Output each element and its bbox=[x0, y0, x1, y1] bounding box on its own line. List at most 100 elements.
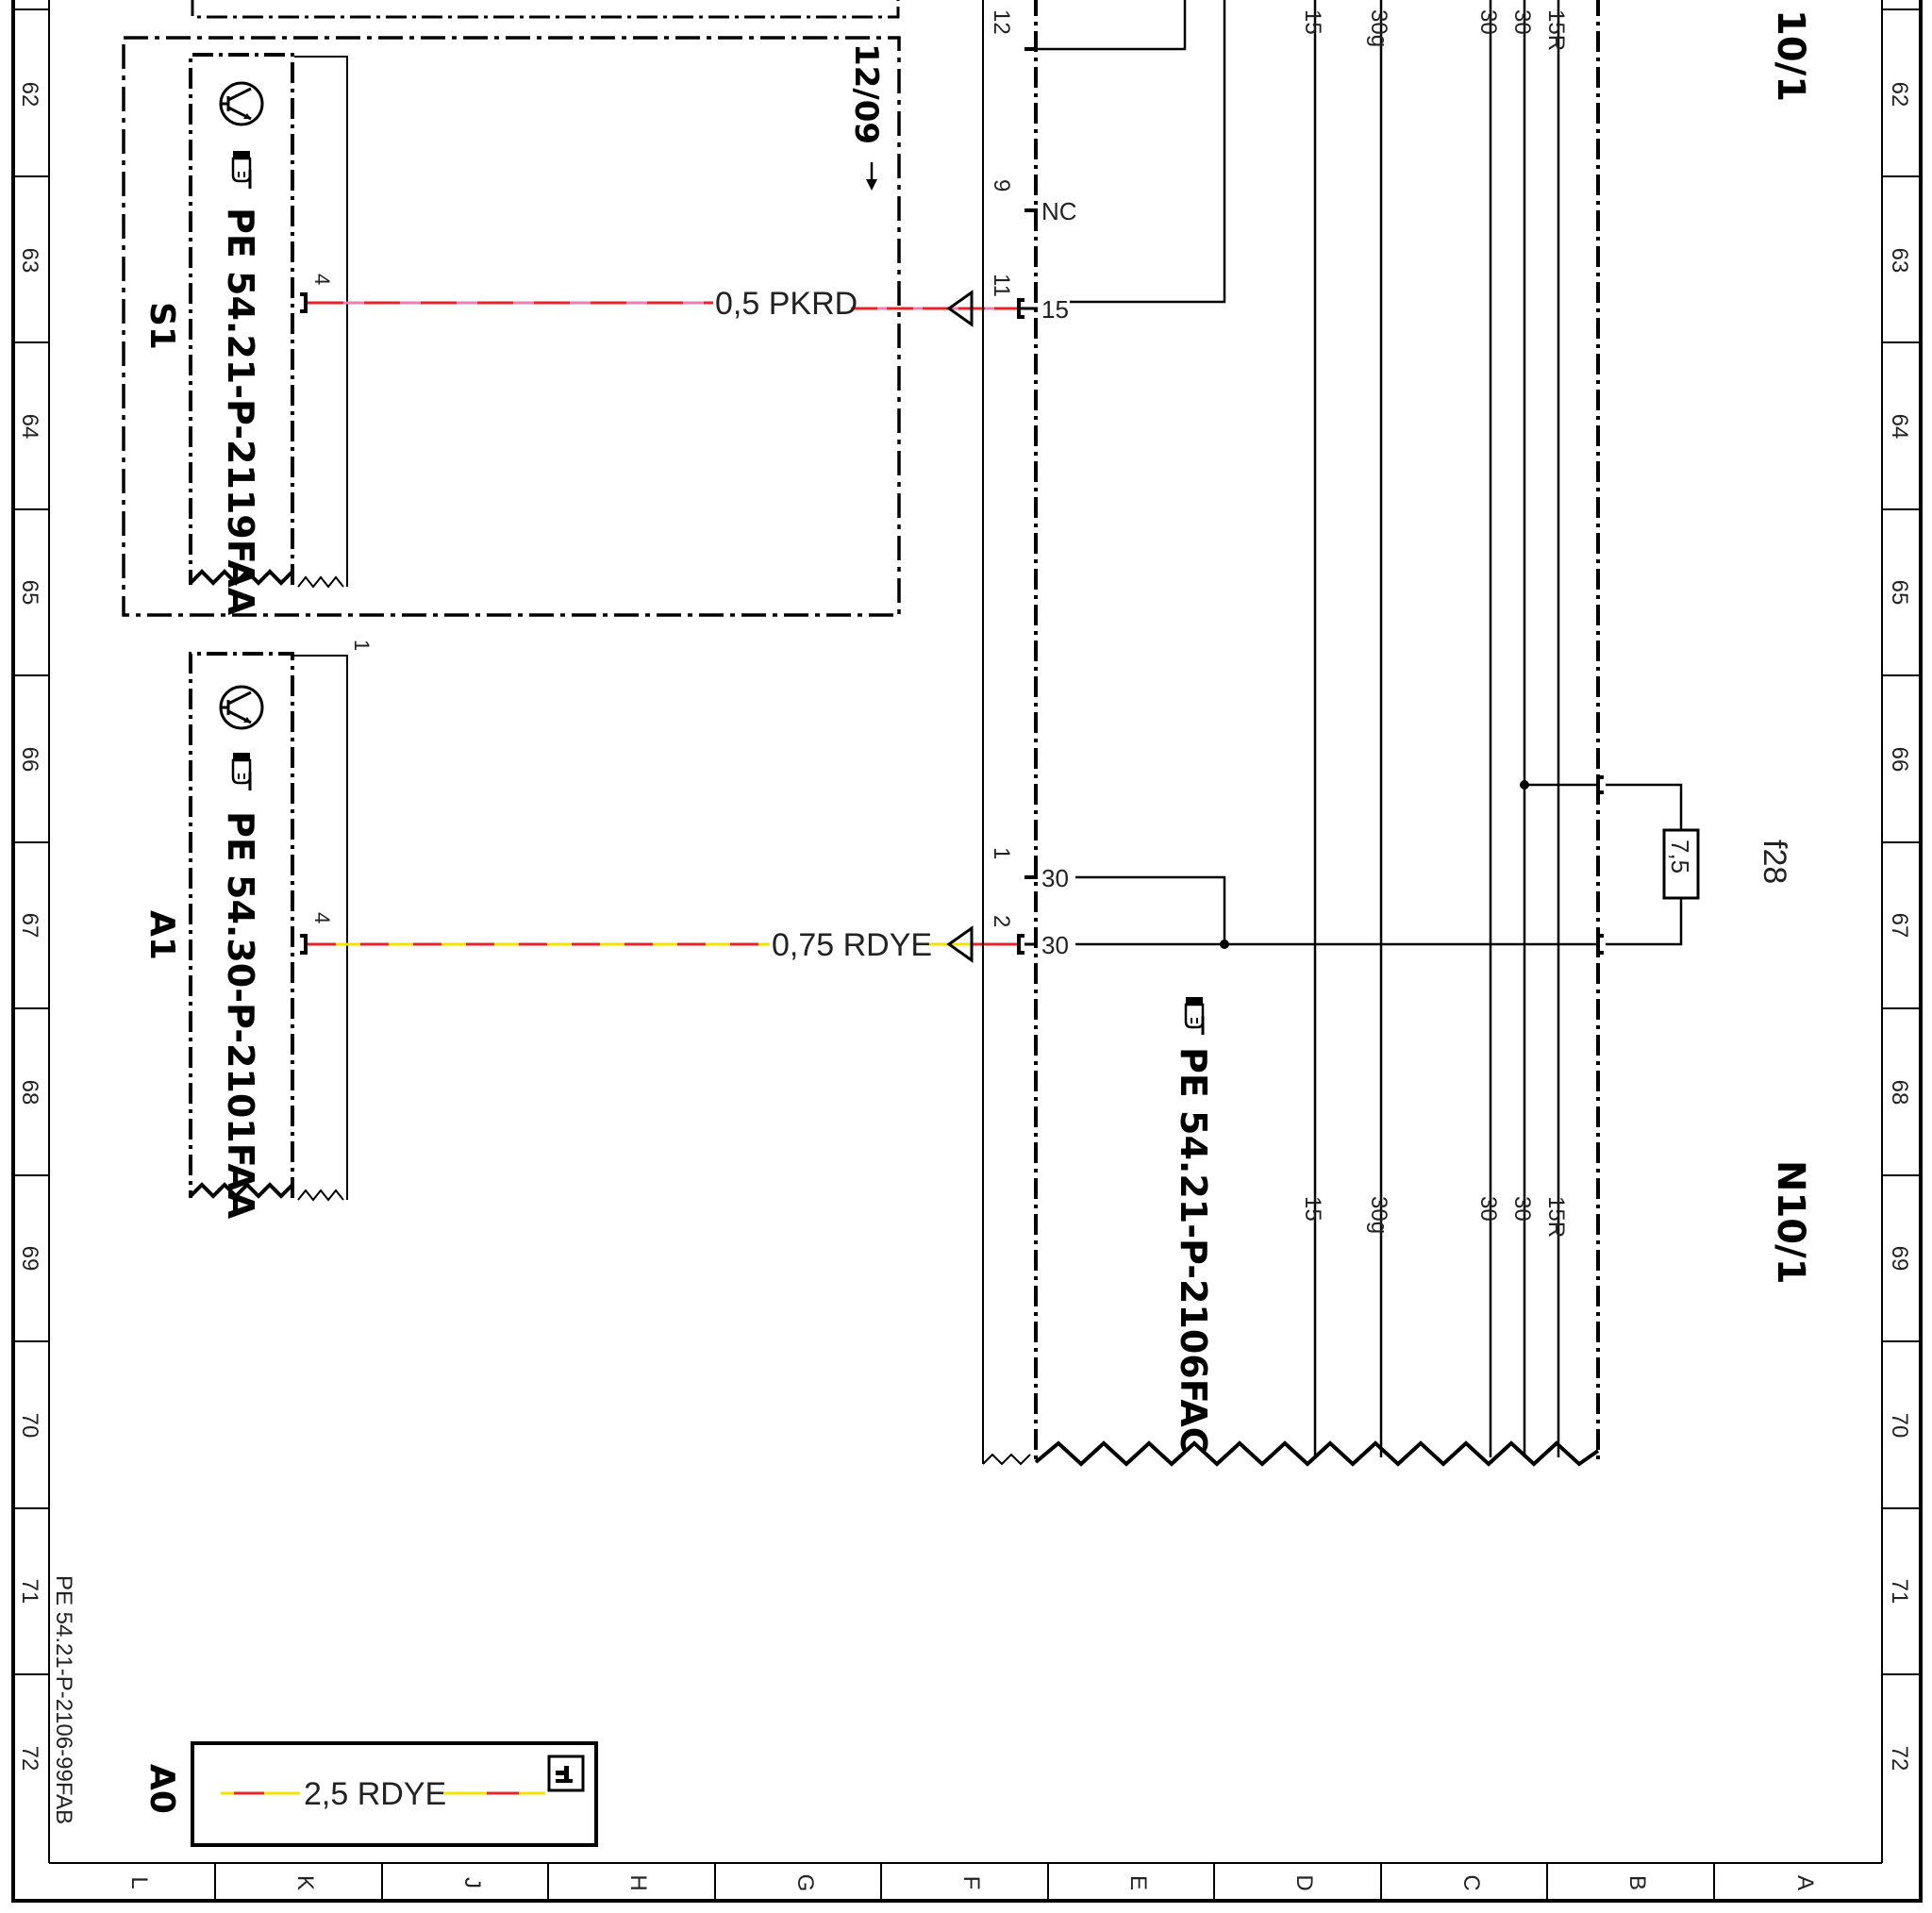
pin11-wire bbox=[1070, 0, 1226, 304]
a0-box bbox=[191, 1741, 598, 1847]
row-label: 67 bbox=[1887, 913, 1912, 939]
fuse-f28[interactable]: 7,5 f28 bbox=[1520, 775, 1792, 955]
arrow-down-icon bbox=[866, 162, 877, 191]
pointing-hand-icon bbox=[231, 151, 252, 189]
row-label: 69 bbox=[1887, 1246, 1912, 1272]
bus-label: 30g bbox=[1366, 9, 1391, 47]
bus-label: 15 bbox=[1300, 9, 1325, 35]
row-label: 71 bbox=[17, 1579, 42, 1605]
row-label: 62 bbox=[1887, 82, 1912, 108]
connector-pins: 12 9 NC 11 15 1 30 2 30 bbox=[989, 0, 1598, 959]
s1-designation: S1 bbox=[142, 302, 181, 350]
a1-pin-connector bbox=[300, 934, 308, 955]
a1-designation: A1 bbox=[142, 910, 181, 960]
bus-label: 30 bbox=[1475, 9, 1501, 35]
pin-label: 11 bbox=[989, 274, 1014, 297]
a1-break-mark bbox=[189, 1182, 294, 1199]
s1-outer-box bbox=[122, 36, 901, 617]
row-label: 64 bbox=[1887, 414, 1912, 440]
n10-designation: N10/1 bbox=[1769, 1160, 1812, 1285]
pin-label: 12 bbox=[989, 9, 1014, 35]
transistor-icon bbox=[219, 685, 264, 730]
wire-rdye[interactable]: 0,75 RDYE bbox=[308, 927, 1021, 963]
s1-document-ref: PE 54.21-P-2119FAA bbox=[220, 208, 261, 616]
pin1-wire bbox=[1075, 875, 1226, 944]
junction-dot bbox=[1220, 940, 1229, 949]
column-label: E bbox=[1125, 1875, 1151, 1890]
pin-terminal-label: NC bbox=[1041, 197, 1077, 225]
bus-label: 30 bbox=[1509, 9, 1535, 35]
outer-frame bbox=[11, 0, 1923, 1903]
s1-break-mark bbox=[189, 569, 294, 586]
pointing-hand-icon bbox=[231, 753, 252, 790]
a1-ground-rail bbox=[294, 655, 348, 1200]
pin-label: 2 bbox=[989, 915, 1014, 927]
sheet-reference: PE 54.21-P-2106-99FAB bbox=[51, 1575, 76, 1824]
plug-arrow-icon bbox=[946, 290, 974, 327]
bus-lines bbox=[1313, 0, 1560, 1457]
row-label: 72 bbox=[17, 1746, 42, 1772]
a0-wire-label: 2,5 RDYE bbox=[304, 1776, 446, 1812]
row-ruler-right bbox=[1882, 8, 1921, 1675]
row-label: 66 bbox=[1887, 747, 1912, 773]
row-label: 71 bbox=[1887, 1579, 1912, 1605]
n10-component: 10/1 N10/1 PE 54.21-P-2106FAC bbox=[982, 0, 1812, 1467]
junction-dot bbox=[1520, 780, 1529, 790]
n10-break-mark bbox=[1034, 1440, 1600, 1467]
row-ruler-left bbox=[13, 8, 49, 1675]
plug-arrow-icon bbox=[946, 925, 974, 963]
page-reference: 12/09 bbox=[847, 43, 885, 144]
row-label: 67 bbox=[17, 913, 42, 939]
a1-rail-break bbox=[297, 1189, 344, 1202]
n10-top-designation: 10/1 bbox=[1769, 9, 1812, 102]
column-label: K bbox=[292, 1875, 318, 1890]
bus-label: 15 bbox=[1300, 1196, 1325, 1222]
pin-terminal-label: 30 bbox=[1041, 864, 1069, 892]
row-label: 63 bbox=[17, 248, 42, 274]
row-label: 70 bbox=[17, 1413, 42, 1439]
transistor-icon bbox=[219, 81, 264, 126]
bus-label: 30 bbox=[1509, 1196, 1535, 1222]
a1-document-ref: PE 54.30-P-2101FAA bbox=[220, 811, 261, 1220]
row-label: 72 bbox=[1887, 1746, 1912, 1772]
s1-component: PE 54.21-P-2119FAA S1 4 bbox=[122, 36, 901, 617]
wire-pkrd-label: 0,5 PKRD bbox=[715, 286, 858, 322]
row-label: 66 bbox=[17, 747, 42, 773]
s1-inner-box bbox=[189, 53, 294, 585]
s1-ground-rail bbox=[294, 56, 348, 587]
pointing-hand-icon bbox=[1184, 997, 1205, 1035]
s1-rail-break bbox=[297, 575, 344, 589]
column-label: F bbox=[958, 1876, 984, 1890]
column-label: D bbox=[1291, 1874, 1317, 1890]
column-label: L bbox=[126, 1876, 152, 1888]
a1-pin-number: 4 bbox=[310, 912, 334, 923]
pin-terminal-label: 15 bbox=[1041, 295, 1069, 324]
wire-pkrd[interactable]: 0,5 PKRD bbox=[308, 286, 1024, 322]
column-label: H bbox=[625, 1874, 651, 1890]
row-label: 64 bbox=[17, 414, 42, 440]
a0-designation: A0 bbox=[142, 1764, 181, 1814]
row-label: 63 bbox=[1887, 248, 1912, 274]
row-label: 68 bbox=[1887, 1080, 1912, 1106]
a0-legend: A0 2,5 RDYE bbox=[142, 1741, 598, 1847]
bus-label: 30 bbox=[1475, 1196, 1501, 1222]
bus-labels: 15 30g 30 30 15R 15 30g 30 30 15R bbox=[1300, 9, 1569, 1238]
bus-label: 30g bbox=[1366, 1196, 1391, 1234]
pin-label: 9 bbox=[989, 179, 1014, 191]
fuse-rating: 7,5 bbox=[1666, 840, 1694, 873]
n10-document-ref: PE 54.21-P-2106FAC bbox=[1173, 1047, 1214, 1454]
s1-pin-connector bbox=[300, 292, 308, 313]
info-icon bbox=[547, 1755, 585, 1792]
row-label: 69 bbox=[17, 1246, 42, 1272]
pin12-wire bbox=[1036, 0, 1187, 51]
row-label: 62 bbox=[17, 82, 42, 108]
pin-label: 1 bbox=[989, 847, 1014, 859]
fuse-designation: f28 bbox=[1757, 840, 1792, 884]
previous-box-edge bbox=[191, 0, 900, 19]
column-label: J bbox=[459, 1877, 485, 1888]
column-ruler-bottom bbox=[214, 1863, 1715, 1901]
column-label: B bbox=[1624, 1875, 1650, 1890]
column-label: G bbox=[792, 1874, 818, 1892]
s1-pin-number: 4 bbox=[310, 274, 334, 285]
